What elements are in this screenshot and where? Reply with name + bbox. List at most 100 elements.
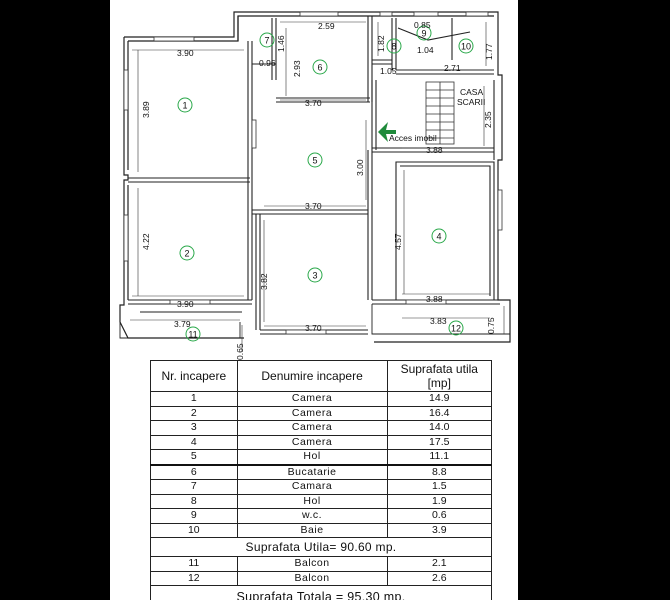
stair-label-line2: SCARII xyxy=(457,97,485,107)
room-number-2: 2 xyxy=(184,249,189,259)
row-name: Hol xyxy=(236,449,388,466)
row-area: 0.6 xyxy=(386,508,493,524)
row-area: 14.9 xyxy=(386,391,493,407)
room-number-1: 1 xyxy=(182,101,187,111)
dim-3.70-hall: 3.70 xyxy=(305,98,322,108)
interior-walls xyxy=(119,16,510,339)
row-name: Camera xyxy=(236,405,388,421)
subtotal-row: Suprafata Utila= 90.60 mp. xyxy=(150,537,492,557)
entrance-arrow-icon xyxy=(378,122,396,142)
row-nr: 1 xyxy=(150,391,238,407)
row-name: Balcon xyxy=(236,570,388,586)
row-name: Hol xyxy=(236,493,388,509)
dim-3.88-room4: 3.88 xyxy=(426,294,443,304)
row-nr: 7 xyxy=(150,479,238,495)
dim-3.79: 3.79 xyxy=(174,319,191,329)
row-name: Bucatarie xyxy=(236,464,388,480)
room-number-4: 4 xyxy=(436,232,441,242)
floor-plan: 1 2 3 4 5 6 7 8 9 10 11 12 3.90 3.89 4.2… xyxy=(119,11,511,360)
room-number-12: 12 xyxy=(451,324,461,334)
room-markers xyxy=(177,25,474,342)
header-area-line1: Suprafata utila xyxy=(400,362,478,376)
row-area: 1.9 xyxy=(386,493,493,509)
dim-1.77: 1.77 xyxy=(484,43,494,60)
room-number-6: 6 xyxy=(317,63,322,73)
row-area: 11.1 xyxy=(386,449,493,466)
row-area: 16.4 xyxy=(386,405,493,421)
dim-2.59: 2.59 xyxy=(318,21,335,31)
row-name: w.c. xyxy=(236,508,388,524)
row-nr: 8 xyxy=(150,493,238,509)
row-area: 2.1 xyxy=(386,556,493,572)
dimension-labels: 3.90 3.89 4.22 3.90 3.79 0.65 0.96 1.46 … xyxy=(141,20,496,360)
staircase xyxy=(425,81,455,145)
dim-1.04: 1.04 xyxy=(417,45,434,55)
row-area: 2.6 xyxy=(386,570,493,586)
header-name: Denumire incapere xyxy=(236,360,388,392)
row-nr: 4 xyxy=(150,434,238,450)
row-name: Balcon xyxy=(236,556,388,572)
row-name: Camera xyxy=(236,434,388,450)
dim-1.82: 1.82 xyxy=(376,35,386,52)
room-numbers: 1 2 3 4 5 6 7 8 9 10 11 12 xyxy=(182,29,471,340)
dim-0.96: 0.96 xyxy=(259,58,276,68)
dim-3.70-room3-bottom: 3.70 xyxy=(305,323,322,333)
entrance-label: Acces imobil xyxy=(389,133,437,143)
dim-0.85: 0.85 xyxy=(414,20,431,30)
row-area: 1.5 xyxy=(386,479,493,495)
dim-3.00: 3.00 xyxy=(355,159,365,176)
windows xyxy=(123,11,503,335)
row-nr: 12 xyxy=(150,570,238,586)
dim-3.89: 3.89 xyxy=(141,101,151,118)
row-nr: 6 xyxy=(150,464,238,480)
room-number-10: 10 xyxy=(461,42,471,52)
row-name: Camera xyxy=(236,391,388,407)
row-nr: 2 xyxy=(150,405,238,421)
dim-2.35: 2.35 xyxy=(483,111,493,128)
total-text: Suprafata Totala = 95.30 mp. xyxy=(150,585,492,600)
row-name: Baie xyxy=(236,522,388,538)
dim-3.83: 3.83 xyxy=(430,316,447,326)
room-number-3: 3 xyxy=(312,271,317,281)
dim-4.22: 4.22 xyxy=(141,233,151,250)
row-nr: 10 xyxy=(150,522,238,538)
room-number-11: 11 xyxy=(188,330,197,340)
dim-1.05: 1.05 xyxy=(380,66,397,76)
row-name: Camara xyxy=(236,479,388,495)
table-header-row: Nr. incapere Denumire incapere Suprafata… xyxy=(150,360,493,392)
room-number-7: 7 xyxy=(264,36,269,46)
row-nr: 11 xyxy=(150,556,238,572)
subtotal-text: Suprafata Utila= 90.60 mp. xyxy=(150,537,492,557)
row-nr: 5 xyxy=(150,449,238,466)
room-number-5: 5 xyxy=(312,156,317,166)
dim-1.46: 1.46 xyxy=(276,35,286,52)
room-number-9: 9 xyxy=(421,29,426,39)
row-nr: 3 xyxy=(150,420,238,436)
dim-3.88-stair: 3.88 xyxy=(426,145,443,155)
row-area: 3.9 xyxy=(386,522,493,538)
row-nr: 9 xyxy=(150,508,238,524)
dim-3.70-room3-top: 3.70 xyxy=(305,201,322,211)
dim-4.57: 4.57 xyxy=(393,233,403,250)
dim-0.65: 0.65 xyxy=(235,343,245,360)
row-area: 14.0 xyxy=(386,420,493,436)
row-area: 17.5 xyxy=(386,434,493,450)
header-area-line2: [mp] xyxy=(427,376,451,390)
header-nr: Nr. incapere xyxy=(150,360,238,392)
room-number-8: 8 xyxy=(391,42,396,52)
stair-label-line1: CASA xyxy=(460,87,483,97)
dim-0.75: 0.75 xyxy=(486,317,496,334)
